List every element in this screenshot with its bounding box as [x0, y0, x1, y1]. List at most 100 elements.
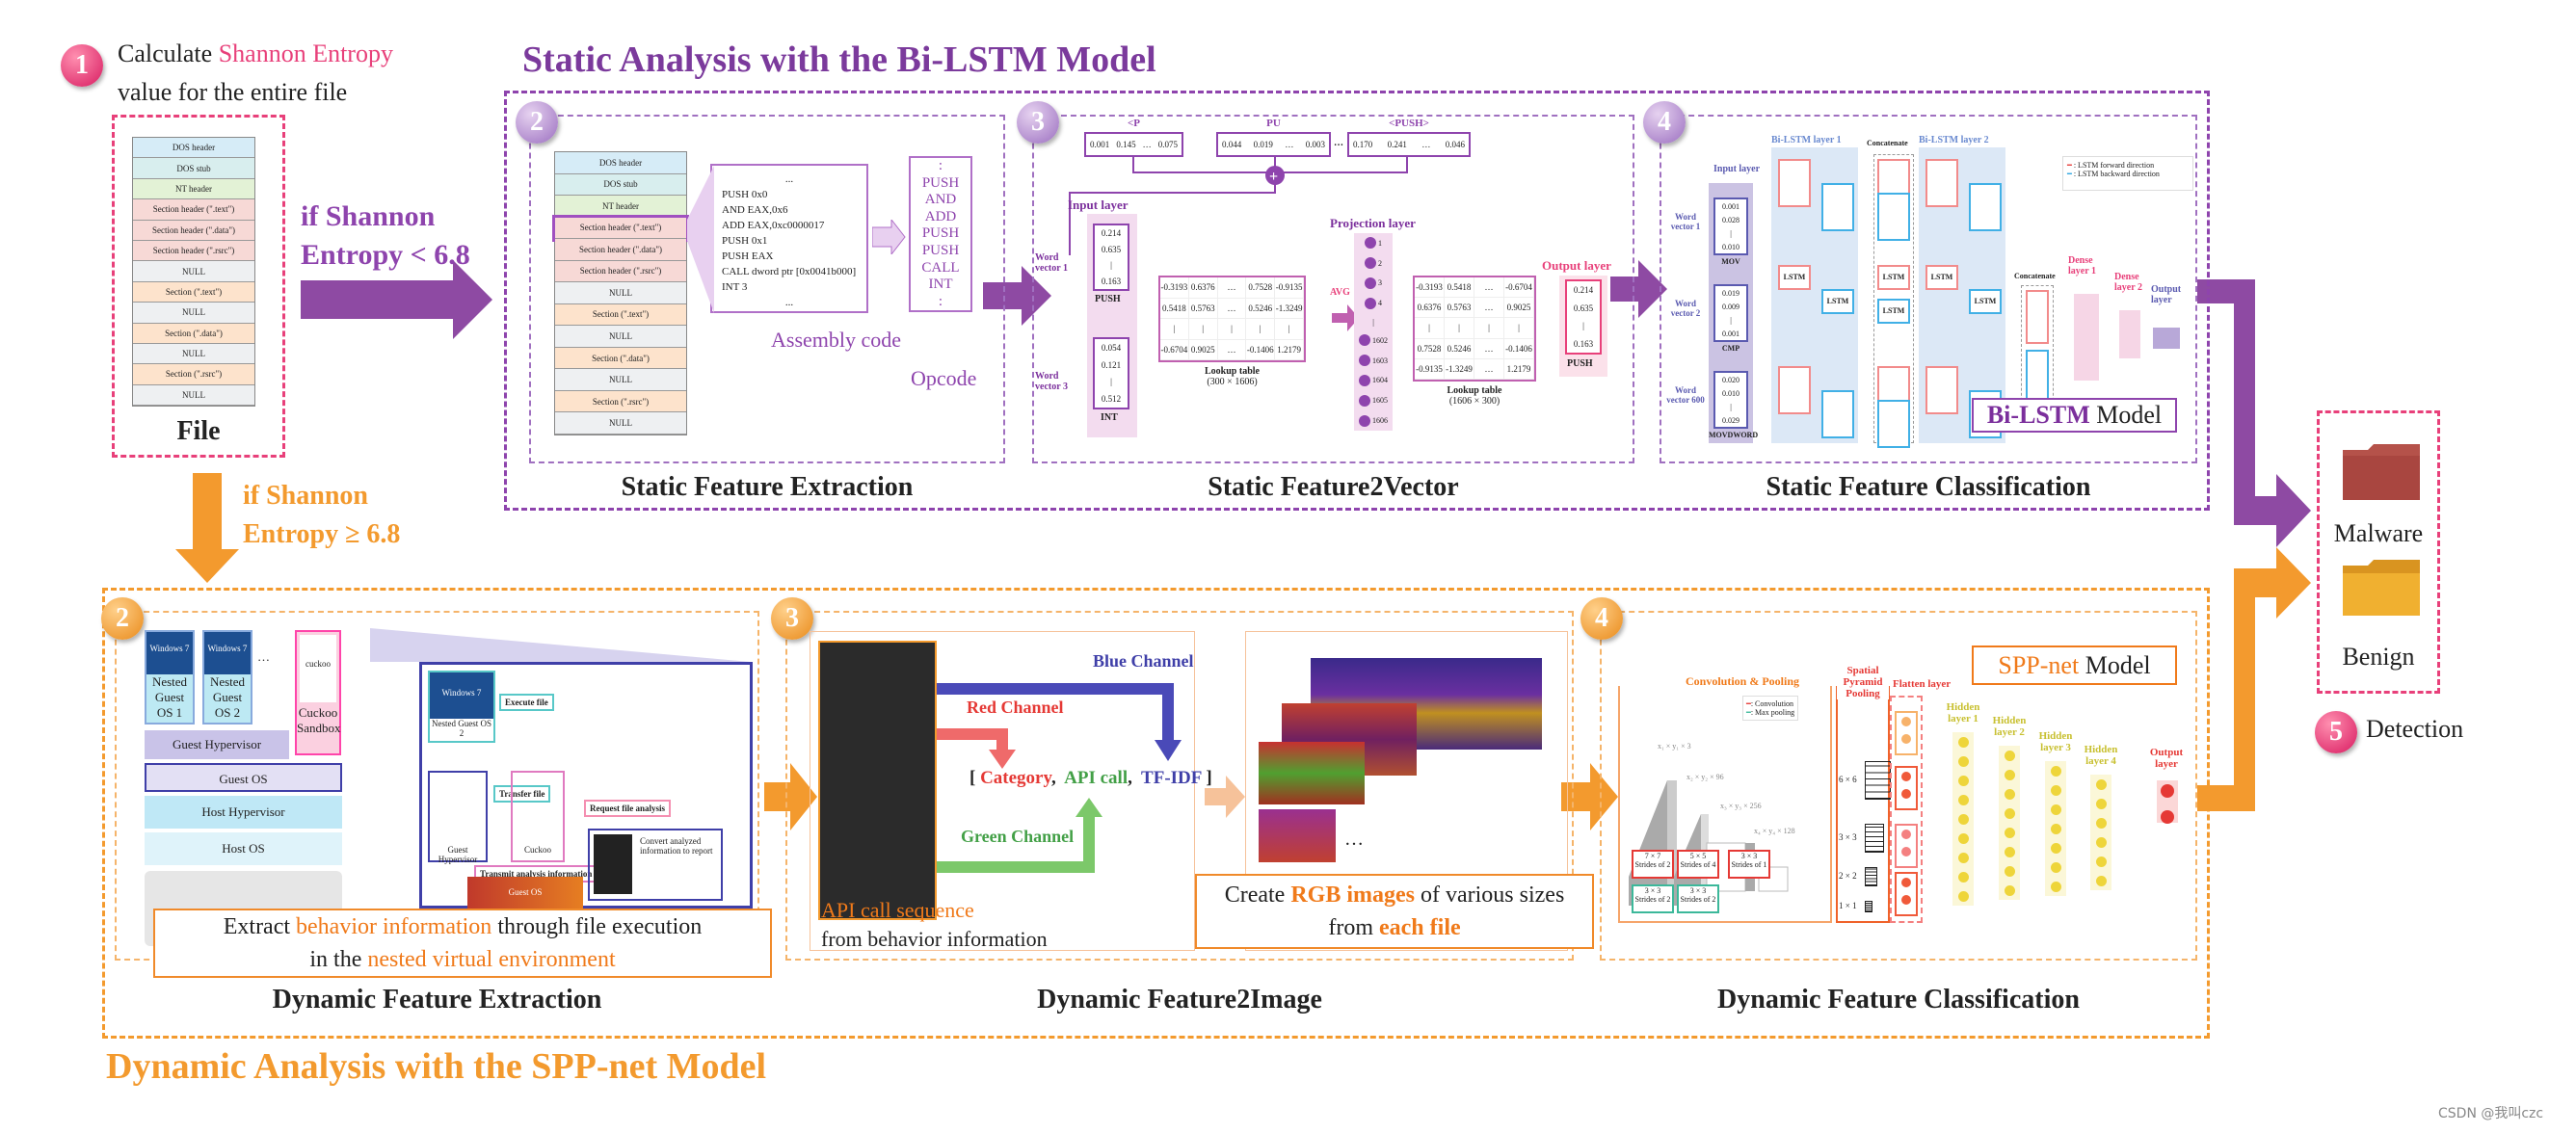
hidden-node [2004, 769, 2015, 780]
pe-section: NULL [555, 369, 686, 391]
lookup-cell: | [1160, 319, 1189, 340]
hidden-node [1957, 755, 1969, 767]
hidden-layer [1999, 746, 2020, 900]
pe-section: Section header (".rsrc") [555, 260, 686, 283]
arrow-static-to-detection [2197, 279, 2311, 547]
hidden-node [1957, 871, 1969, 883]
spp-grid [1865, 761, 1891, 800]
bilstm-word-vector-label: Word vector 1 [1670, 212, 1701, 231]
dynamic-step-2-badge: 2 [101, 597, 144, 640]
lookup-cell: -0.1406 [1504, 338, 1534, 359]
guest-hypervisor: Guest Hypervisor [145, 730, 289, 759]
caption-text: in the [309, 947, 368, 972]
assembly-line: ... [784, 173, 794, 185]
static-classification-box [1660, 115, 2197, 463]
step-1-line2: value for the entire file [118, 78, 348, 106]
caption-highlight: each file [1379, 915, 1461, 940]
hidden-layer-label: Hidden layer 2 [1992, 715, 2027, 738]
guest-os: Guest OS [145, 763, 342, 792]
dynamic-feature2image-box [785, 611, 1574, 961]
projection-node: 3 [1365, 277, 1382, 289]
hidden-node [1957, 736, 1969, 748]
node-label: 1604 [1372, 376, 1388, 385]
hidden-node [2004, 807, 2015, 819]
vector-value: … [1285, 140, 1294, 149]
transfer-file-step: Transfer file [493, 785, 551, 803]
bilstm-word-vector-label: Word vector 2 [1670, 299, 1701, 318]
hidden-node [2004, 865, 2015, 877]
bilstm-word-token: CMP [1721, 344, 1740, 353]
opcode-item: PUSH [921, 225, 960, 242]
avg-label: AVG [1330, 287, 1350, 298]
lookup-cell: … [1217, 298, 1247, 319]
output-token: PUSH [1567, 358, 1593, 369]
branch-static-line2: Entropy < 6.8 [301, 239, 470, 271]
projection-node: 1604 [1359, 374, 1388, 386]
bilstm-layer-2-label: Bi-LSTM layer 2 [1919, 135, 1989, 145]
bilstm-word-token: MOV [1721, 257, 1740, 266]
vector-value: | [1110, 377, 1112, 387]
blue-channel-arrow [906, 683, 1174, 742]
pe-section: Section (".text") [555, 303, 686, 327]
lookup-cell: -1.3249 [1445, 358, 1474, 380]
ngram-label: <P [1128, 118, 1140, 129]
detection-label: Detection [2366, 715, 2464, 743]
flatten-group [1895, 824, 1918, 868]
pe-section: Section header (".data") [133, 220, 254, 241]
vector-value: 0.001 [1090, 140, 1110, 149]
pe-section: NULL [133, 343, 254, 365]
pe-section: Section header (".text") [133, 199, 254, 221]
spp-panel [1836, 686, 1890, 923]
api-sequence-line2: from behavior information [821, 927, 1048, 951]
assembly-line: CALL dword ptr [0x0041b000] [722, 266, 857, 277]
windows-logo-icon: Windows 7 [430, 672, 493, 719]
caption-text: Extract [223, 914, 297, 939]
category-label: Category [980, 768, 1051, 788]
spp-model-suffix: Model [2079, 651, 2151, 679]
hidden-node [2095, 856, 2107, 867]
lookup-cell: | [1217, 319, 1247, 340]
feature-vector-label: [ Category, API call, TF-IDF ] [969, 768, 1212, 789]
step-5-badge: 5 [2315, 711, 2357, 753]
lookup-cell: | [1445, 318, 1474, 339]
images-ellipsis: … [1344, 829, 1364, 850]
sum-icon [1265, 166, 1285, 185]
lstm-cell: LSTM [1778, 265, 1811, 290]
lookup-cell: -0.6704 [1504, 277, 1534, 299]
lstm-cell-label: LSTM [1882, 273, 1905, 281]
lookup-table-1-title: Lookup table [1205, 366, 1260, 377]
assembly-line: INT 3 [722, 281, 748, 293]
hidden-node [2095, 875, 2107, 886]
word-vector-1-label: Word vector 1 [1035, 252, 1068, 274]
hidden-node [2050, 765, 2061, 777]
flatten-node [1901, 717, 1911, 726]
vector-value: 0.170 [1353, 140, 1373, 149]
opcode-item: : [938, 158, 943, 174]
projection-node: 1606 [1359, 414, 1388, 427]
static-feature2vector-box [1032, 115, 1634, 463]
vector-value: 0.029 [1722, 415, 1739, 425]
cnn-dimension: x₁ × y₁ × 3 [1658, 742, 1691, 751]
lstm-cell-label: LSTM [1826, 297, 1849, 305]
branch-static-line1: if Shannon [301, 200, 436, 232]
arrow-vector-to-classification [1610, 260, 1667, 318]
red-channel-arrow [906, 728, 1008, 751]
pe-section: NULL [133, 384, 254, 407]
vector-value: 0.010 [1722, 388, 1739, 398]
static-extraction-box [529, 115, 1005, 463]
pe-section: DOS stub [555, 173, 686, 197]
pe-section: Section header (".text") [552, 214, 689, 243]
vector-value: 0.046 [1445, 140, 1465, 149]
lookup-cell: 0.7528 [1246, 277, 1276, 299]
